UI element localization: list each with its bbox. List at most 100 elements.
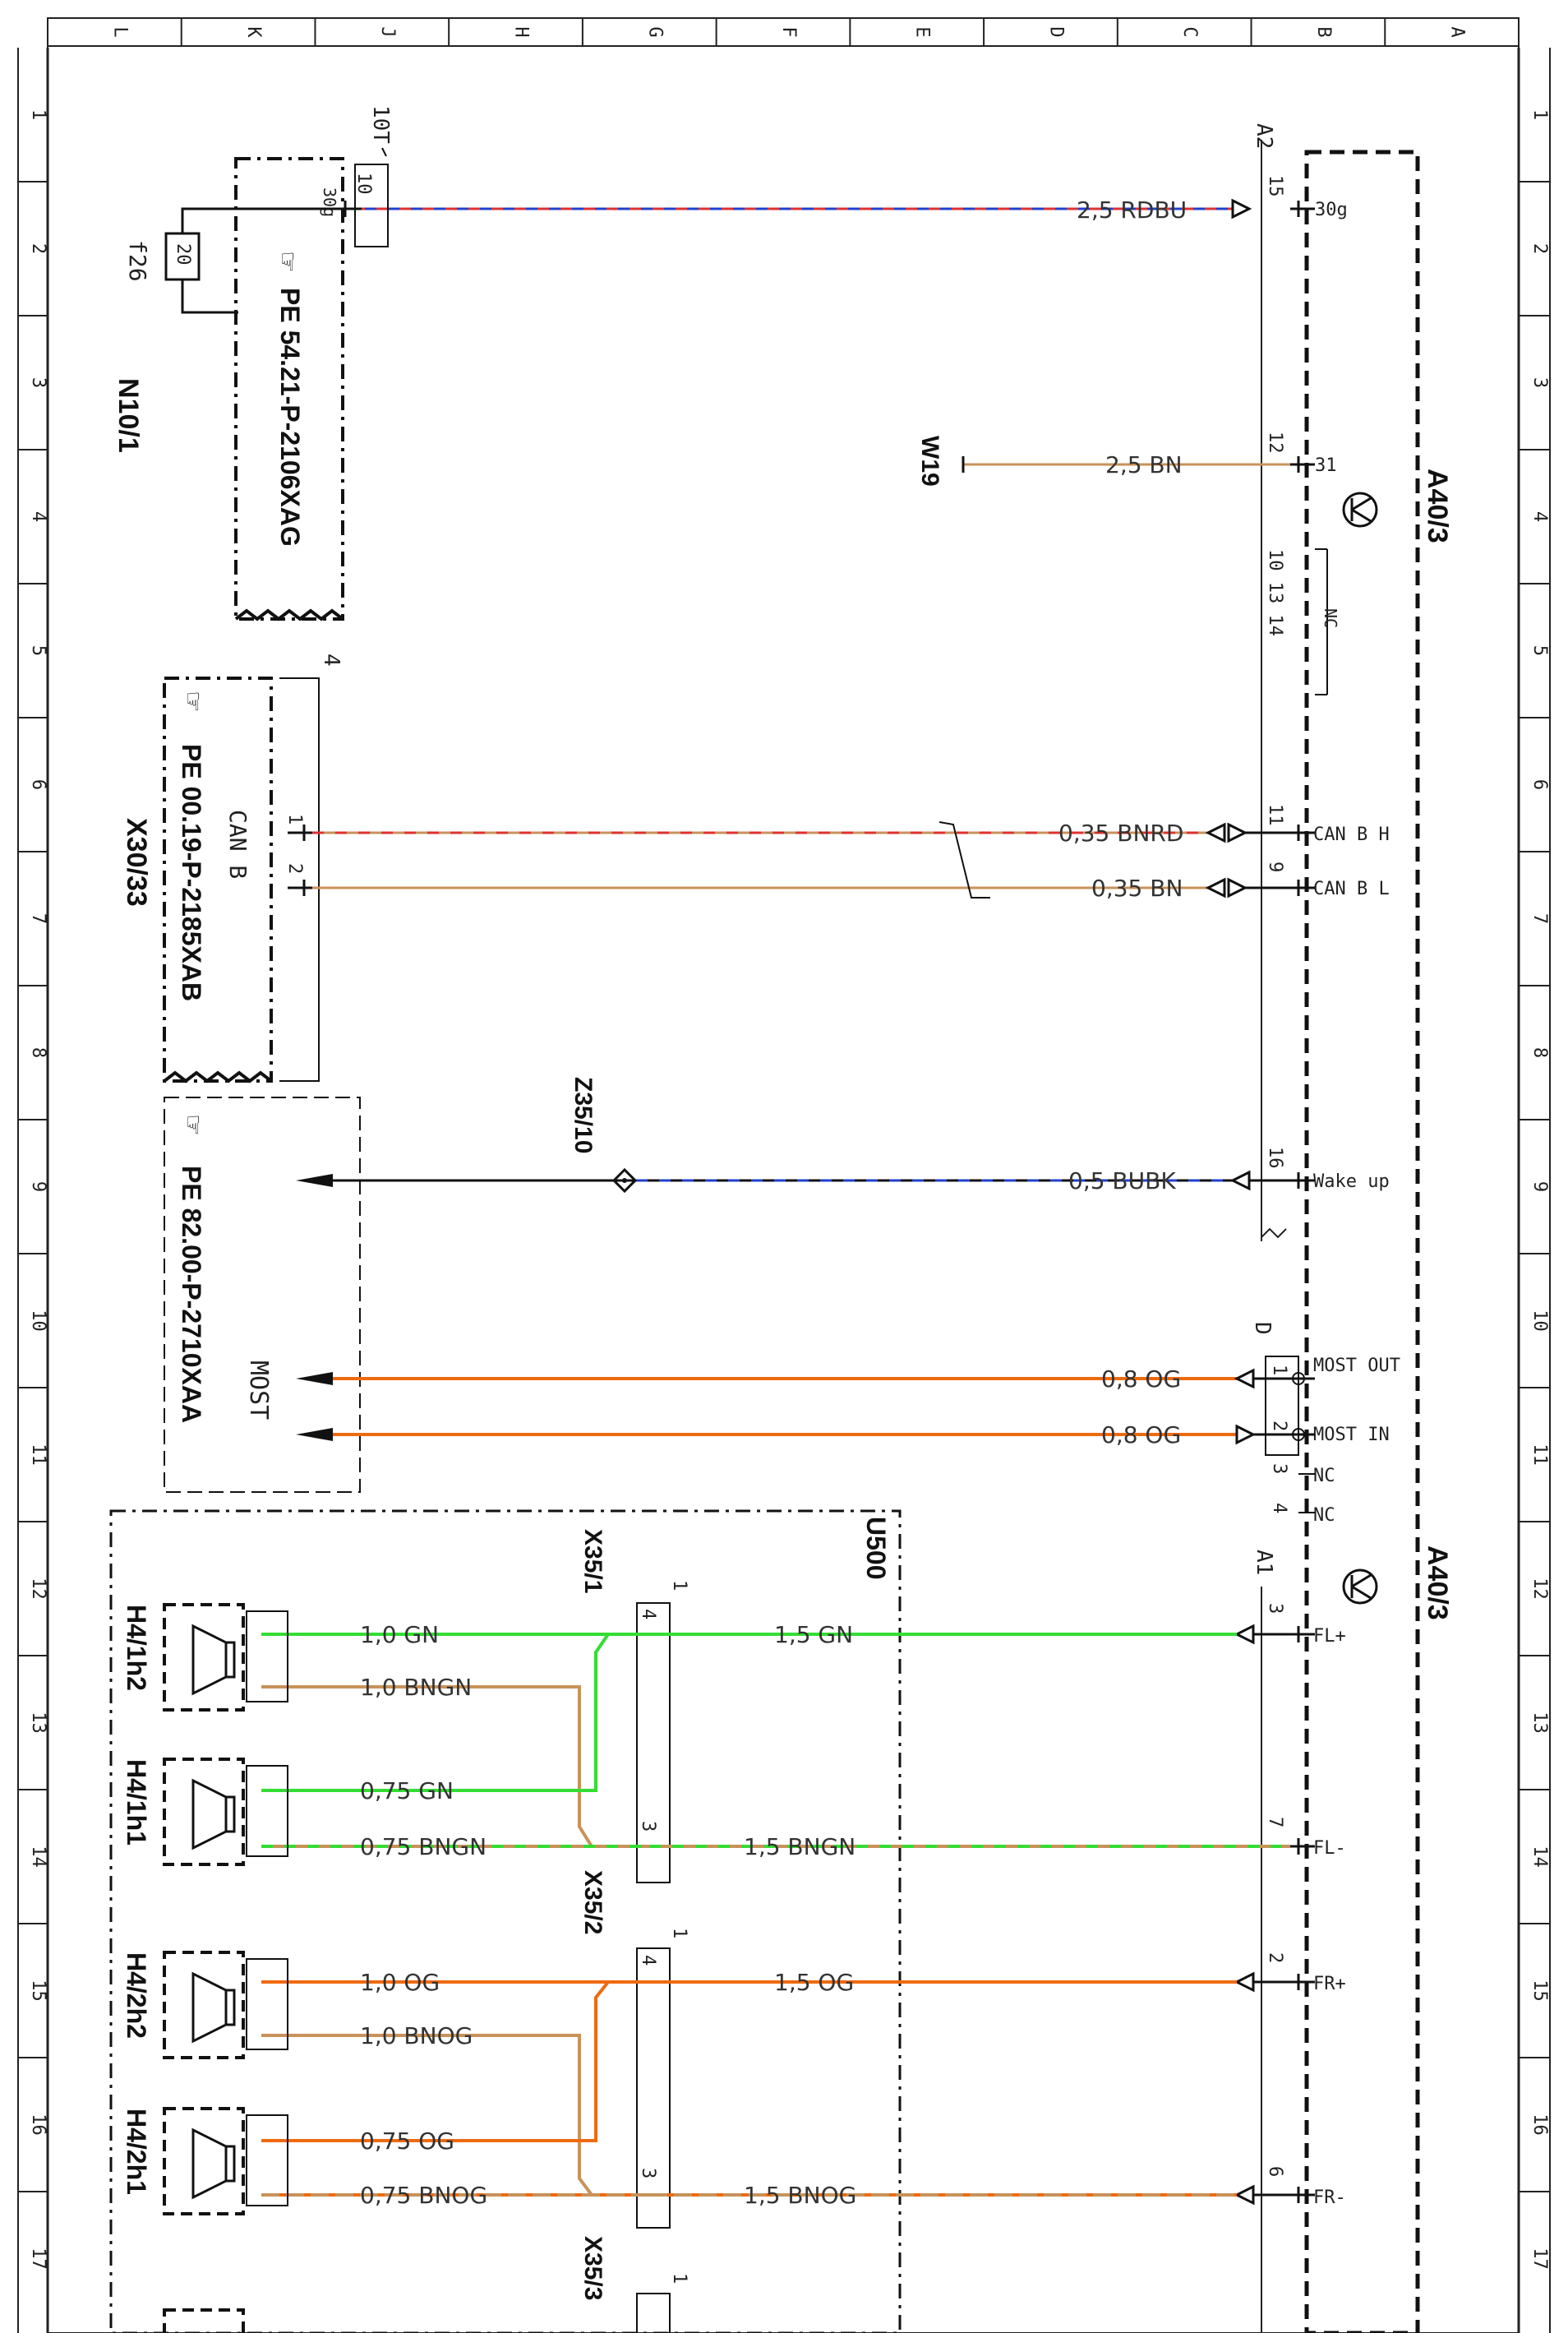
row-label: 4 — [28, 511, 48, 522]
row-label: 3 — [28, 377, 48, 388]
row-label: 15 — [1529, 1980, 1550, 2002]
x35-1-label: X35/1 — [579, 1529, 606, 1593]
a2-pin-nc-nums: 10 13 14 — [1265, 549, 1285, 636]
a2-pin-9-name: CAN B L — [1313, 879, 1390, 899]
a2-pin-12-name: 31 — [1315, 455, 1337, 476]
a1-arrows — [1234, 1624, 1255, 2206]
arrow-icon — [1229, 1170, 1251, 1191]
a1-pin-3-num: 3 — [1265, 1603, 1285, 1614]
wire-h4-2h1-plus — [261, 1980, 649, 2142]
n10-1-label: N10/1 — [113, 378, 144, 453]
wire-h4-1h1-plus — [261, 1633, 649, 1792]
speaker-icon — [191, 2127, 228, 2200]
column-label: B — [1313, 26, 1334, 37]
column-label: D — [1045, 26, 1066, 37]
x35-3-box — [636, 2293, 671, 2333]
x30-33-conn-bracket — [279, 677, 320, 1082]
n10-1-ref: PE 54.21-P-2106XAG — [275, 288, 305, 547]
twisted-pair-marker — [938, 821, 990, 899]
speaker-h4-1h2 — [163, 1603, 288, 1712]
hand-pointer-icon: ☞ — [179, 1114, 206, 1136]
speaker-icon — [191, 1778, 228, 1850]
a1-pin-2-name: FR+ — [1313, 1974, 1346, 1994]
row-label: 17 — [1529, 2248, 1550, 2270]
wire-h4-2h2-plus-label: 1,0 OG — [360, 1969, 440, 1996]
most-box — [164, 1097, 361, 1493]
row-label: 9 — [1529, 1181, 1550, 1192]
row-label: 6 — [28, 779, 48, 790]
d-pin-2: 2 — [1269, 1421, 1289, 1431]
hand-pointer-icon: ☞ — [274, 251, 301, 273]
x35-1-conn: 1 — [669, 1580, 689, 1591]
d-pin-4-name: NC — [1313, 1505, 1335, 1526]
most-label: MOST — [244, 1361, 273, 1420]
row-label: 6 — [1529, 779, 1550, 790]
a2-pin-9-num: 9 — [1265, 862, 1285, 872]
speaker-icon — [191, 1971, 228, 2044]
a2-pin-stubs — [1290, 201, 1315, 1189]
wire-h4-1h2-minus — [261, 1685, 649, 1848]
x30-33-ref: PE 00.19-P-2185XAB — [177, 744, 206, 1001]
column-label: A — [1447, 26, 1468, 37]
d-label: D — [1250, 1322, 1275, 1335]
wire-fl-plus-label: 1,5 GN — [774, 1621, 853, 1648]
wire-30g-label: 2,5 RDBU — [1077, 196, 1187, 224]
column-label: H — [511, 26, 532, 37]
x35-3-label: X35/3 — [579, 2236, 606, 2300]
d-pin-1: 1 — [1269, 1365, 1289, 1375]
wire-wakeup-label: 0,5 BUBK — [1068, 1167, 1176, 1194]
row-label: 13 — [28, 1712, 48, 1734]
d-pin-1-name: MOST OUT — [1313, 1356, 1400, 1376]
n10-1-break — [234, 608, 344, 621]
row-label: 12 — [28, 1578, 48, 1600]
wire-h4-2h1-minus-label: 0,75 BNOG — [360, 2182, 487, 2209]
a2-pin-11-name: CAN B H — [1313, 825, 1390, 845]
x30-33-label: X30/33 — [121, 818, 152, 907]
x35-1-pin-3: 3 — [638, 1821, 658, 1832]
a2-pin-11-num: 11 — [1265, 804, 1285, 826]
wire-h4-1h1-plus-label: 0,75 GN — [360, 1777, 454, 1804]
fuse-label: f26 — [124, 240, 151, 282]
a2-break — [1261, 1227, 1287, 1239]
n10-1-pin: 10 — [353, 173, 374, 195]
x30-pin-2: 2 — [284, 863, 305, 874]
arrow-icon — [296, 1428, 333, 1441]
speaker-icon — [191, 1624, 228, 1696]
speaker-h4-2h2 — [163, 1951, 288, 2059]
n10-1-term: 30g — [320, 187, 339, 217]
wire-h4-2h2-minus — [261, 2034, 649, 2197]
a2-pin-15-name: 30g — [1315, 200, 1348, 220]
column-label: L — [109, 26, 130, 37]
h4-2h1-label: H4/2h1 — [122, 2109, 151, 2195]
a2-pin-16-name: Wake up — [1313, 1171, 1390, 1192]
x35-2-box — [636, 1947, 671, 2229]
a40-3-box — [1304, 150, 1420, 2333]
hand-pointer-icon: ☞ — [179, 691, 206, 713]
d-pin-3: 3 — [1269, 1463, 1289, 1474]
a1-pin-3-name: FL+ — [1313, 1626, 1346, 1647]
x30-33-box — [163, 677, 273, 1083]
transistor-icon — [1342, 492, 1378, 528]
a2-pin-16-num: 16 — [1265, 1147, 1285, 1169]
row-label: 14 — [1529, 1846, 1550, 1868]
u500-label: U500 — [861, 1517, 891, 1580]
wire-h4-1h2-minus-label: 1,0 BNGN — [360, 1674, 472, 1701]
splice-icon — [611, 1167, 638, 1194]
h4-2h2-label: H4/2h2 — [122, 1952, 151, 2039]
a1-pin-6-num: 6 — [1265, 2166, 1285, 2177]
x35-1-box — [636, 1602, 671, 1883]
wire-h4-1h2-plus-label: 1,0 GN — [360, 1621, 439, 1648]
column-label: K — [243, 26, 264, 38]
row-label: 4 — [1529, 511, 1550, 522]
row-label: 10 — [28, 1310, 48, 1332]
row-label: 12 — [1529, 1578, 1550, 1600]
a1-pin-7-name: FL- — [1313, 1838, 1346, 1859]
x30-33-conn: 4 — [319, 654, 344, 667]
arrow-icon — [296, 1174, 333, 1187]
d-pin-3-name: NC — [1313, 1466, 1335, 1486]
row-label: 8 — [1529, 1047, 1550, 1058]
n10-1-conn: 10T — [368, 105, 393, 144]
x35-2-conn: 1 — [669, 1928, 689, 1938]
wire-can-l-label: 0,35 BN — [1091, 875, 1183, 902]
